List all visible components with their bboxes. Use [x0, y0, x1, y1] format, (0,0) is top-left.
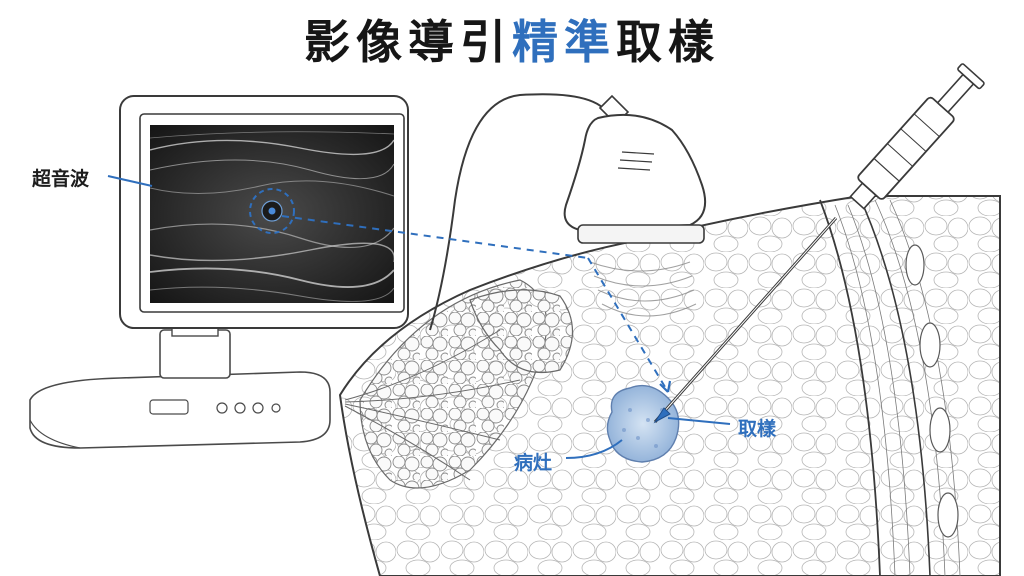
biopsy-needle — [653, 63, 985, 424]
title-accent: 精準 — [512, 15, 616, 69]
screen-target-ring — [249, 188, 295, 234]
title-part-2: 取樣 — [616, 15, 720, 69]
lesion — [606, 384, 680, 463]
probe-to-lesion-dashed — [587, 257, 669, 393]
ultrasound-probe — [429, 93, 706, 331]
label-sampling: 取樣 — [738, 418, 777, 440]
arrowhead — [659, 380, 672, 393]
guide-lines — [107, 175, 731, 459]
ultrasound-leader — [107, 175, 153, 187]
sampling-leader — [667, 417, 731, 425]
title-part-1: 影像導引 — [304, 15, 512, 69]
ultrasound-machine — [29, 95, 409, 449]
diagram-title: 影像導引精準取樣 — [0, 6, 1024, 72]
lesion-leader — [565, 439, 623, 459]
label-lesion: 病灶 — [514, 452, 553, 474]
label-ultrasound: 超音波 — [32, 168, 90, 190]
